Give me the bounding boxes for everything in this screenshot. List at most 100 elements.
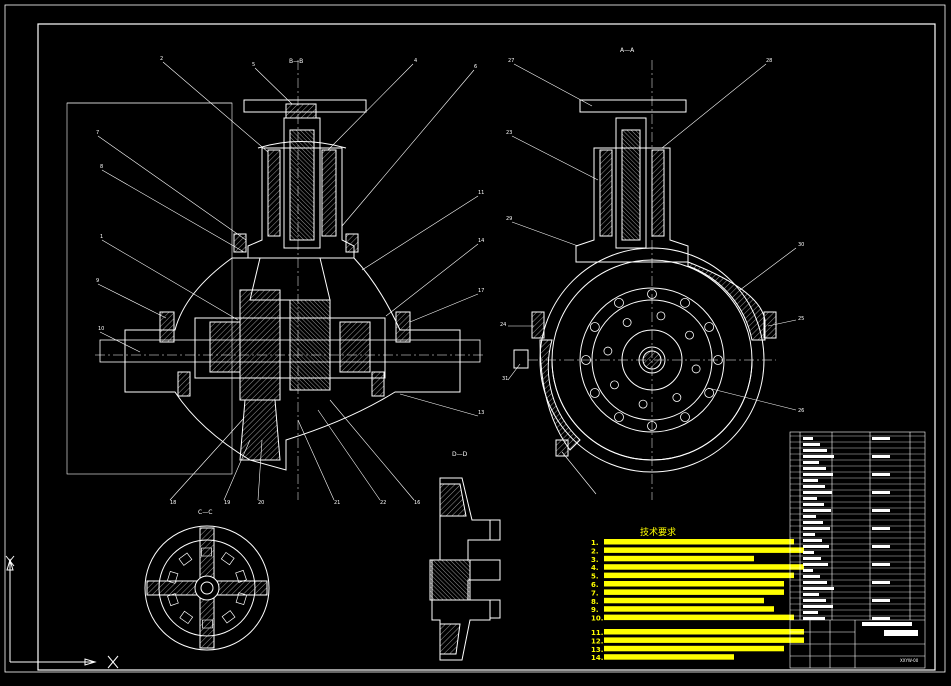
- tech-req-number: 12.: [591, 637, 603, 645]
- balloon-label: 19: [224, 500, 230, 506]
- tech-req-line: [604, 589, 784, 595]
- balloon-label: 1: [100, 234, 103, 240]
- tech-req-line: [604, 654, 734, 660]
- ring-bolt-hole: [581, 355, 591, 365]
- cc-bolt: [166, 570, 179, 584]
- inner-bolt-hole: [603, 346, 613, 356]
- tech-req-line: [604, 555, 754, 562]
- view-title-aa: A—A: [620, 47, 635, 54]
- left-section-view: [66, 60, 485, 500]
- parts-row-cell: [803, 551, 814, 554]
- balloon-label: 20: [258, 500, 264, 506]
- tech-req-number: 5.: [591, 573, 599, 581]
- balloon-label: 24: [500, 322, 506, 328]
- tech-req-number: 10.: [591, 615, 603, 623]
- parts-row-cell: [872, 599, 890, 602]
- tech-requirements: 技术要求 1.2.3.4.5.6.7.8.9.10.11.12.13.14.: [591, 526, 804, 662]
- ring-bolt-hole: [589, 388, 600, 398]
- cc-bolt: [235, 592, 248, 606]
- parts-row-cell: [872, 509, 890, 512]
- ring-gear-bolt-holes: [581, 289, 723, 431]
- tech-req-number: 2.: [591, 547, 599, 555]
- tech-req-line: [604, 572, 794, 579]
- balloon-label: 11: [478, 190, 484, 196]
- balloon-label: 29: [506, 216, 512, 222]
- view-title-dd: D—D: [452, 451, 468, 458]
- tech-req-line: [604, 606, 774, 612]
- parts-row-cell: [872, 617, 890, 620]
- inner-bolt-hole: [656, 311, 666, 321]
- parts-row-cell: [803, 437, 813, 440]
- right-leader-lines: [507, 63, 797, 495]
- parts-row-cell: [872, 581, 890, 584]
- balloon-label: 22: [380, 500, 386, 506]
- parts-row-cell: [803, 443, 820, 446]
- balloon-label: 10: [98, 326, 104, 332]
- cc-bolt: [201, 547, 212, 557]
- ring-bolt-hole: [704, 388, 715, 398]
- tech-req-line: [604, 614, 794, 621]
- tech-req-line: [604, 564, 804, 570]
- parts-row-cell: [872, 527, 890, 530]
- parts-row-cell: [803, 485, 825, 488]
- inner-bolt-hole: [672, 393, 682, 402]
- parts-row-cell: [803, 533, 815, 536]
- balloon-label: 18: [170, 500, 176, 506]
- balloon-label: 13: [478, 410, 484, 416]
- tech-req-line: [604, 629, 804, 635]
- balloon-label: 9: [96, 278, 99, 284]
- balloon-label: 31: [502, 376, 508, 382]
- parts-row-cell: [803, 581, 827, 584]
- cc-bolt: [220, 551, 235, 566]
- balloon-label: 25: [798, 316, 804, 322]
- ring-bolt-hole: [614, 412, 624, 423]
- ring-bolt-hole: [647, 289, 657, 299]
- balloon-label: 16: [414, 500, 420, 506]
- tech-req-number: 3.: [591, 556, 599, 564]
- parts-row-cell: [803, 521, 823, 524]
- tech-req-number: 7.: [591, 589, 599, 597]
- parts-row-cell: [803, 515, 816, 518]
- tech-req-number: 11.: [591, 629, 603, 637]
- parts-row-cell: [803, 503, 824, 506]
- ucs-axis-icon: [5, 555, 119, 669]
- parts-row-cell: [872, 545, 890, 548]
- balloon-label: 14: [478, 238, 484, 244]
- parts-row-cell: [803, 593, 819, 596]
- cc-bolt: [179, 610, 194, 625]
- balloon-label: 2: [160, 56, 163, 62]
- tech-req-line: [604, 637, 804, 643]
- ring-bolt-hole: [680, 297, 690, 308]
- tech-req-line: [604, 547, 804, 553]
- parts-row-cell: [803, 491, 832, 494]
- tech-req-number: 9.: [591, 606, 599, 614]
- tech-req-line: [604, 539, 794, 545]
- tech-req-number: 13.: [591, 646, 603, 654]
- cc-bolt: [235, 569, 247, 583]
- balloon-label: 4: [414, 58, 417, 64]
- ring-bolt-hole: [589, 322, 600, 332]
- inner-bolt-hole: [685, 330, 694, 340]
- balloon-label: 28: [766, 58, 772, 64]
- balloon-label: 5: [252, 62, 255, 68]
- parts-row-cell: [803, 473, 833, 476]
- parts-row-cell: [803, 527, 830, 530]
- parts-row-cell: [872, 437, 890, 440]
- tech-requirements-title: 技术要求: [640, 526, 676, 538]
- parts-row-cell: [872, 455, 890, 458]
- view-title-bb: B—B: [289, 58, 303, 65]
- parts-row-cell: [803, 587, 834, 590]
- parts-row-cell: [803, 569, 813, 572]
- cc-bolt: [178, 552, 193, 566]
- title-block: [790, 619, 925, 668]
- left-leader-lines: [97, 61, 479, 501]
- parts-row-cell: [803, 545, 829, 548]
- parts-row-cell: [803, 449, 827, 452]
- parts-row-cell: [803, 575, 820, 578]
- tech-req-number: 8.: [591, 598, 599, 606]
- ring-bolt-hole: [680, 412, 690, 423]
- balloon-label: 27: [508, 58, 514, 64]
- parts-row-cell: [803, 599, 826, 602]
